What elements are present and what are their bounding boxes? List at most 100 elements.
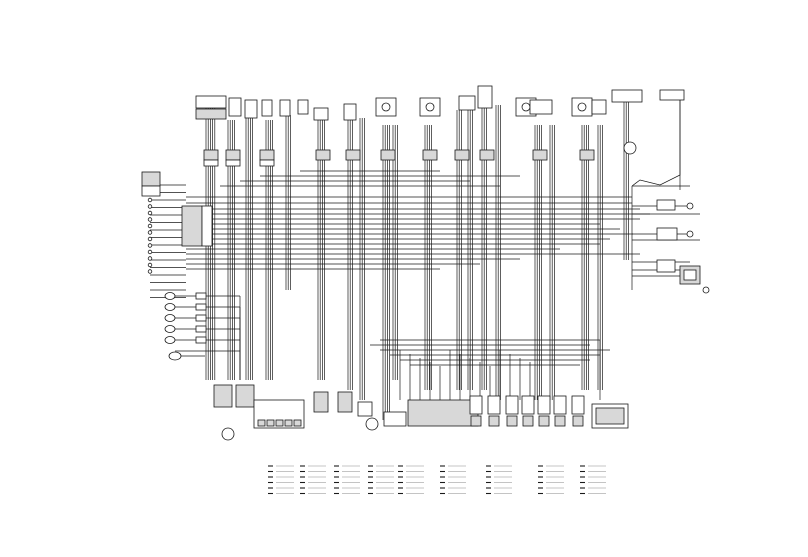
- switch-block: [141, 171, 161, 187]
- bottom-connector: [521, 395, 535, 415]
- fuse: [275, 419, 284, 427]
- inline-connector: [203, 159, 219, 167]
- top-connector: [529, 99, 553, 115]
- inline-connector: [479, 149, 495, 161]
- bottom-connector: [553, 395, 567, 415]
- fuse: [284, 419, 293, 427]
- sensor-connector: [195, 336, 207, 344]
- bottom-connector: [213, 384, 233, 408]
- sensor-symbol: [686, 202, 694, 210]
- sensor-symbol: [381, 102, 391, 112]
- relay-coil: [221, 427, 235, 441]
- bottom-connector: [537, 395, 551, 415]
- bottom-connector: [383, 411, 407, 427]
- switch-contact: [147, 217, 153, 222]
- fuse: [293, 419, 302, 427]
- bottom-connector: [357, 401, 373, 417]
- main-connector-block: [201, 205, 213, 247]
- bottom-connector: [235, 384, 255, 408]
- fuse: [257, 419, 266, 427]
- top-connector: [279, 99, 291, 117]
- bottom-connector: [488, 415, 500, 427]
- switch-contact: [147, 243, 153, 248]
- inline-connector: [345, 149, 361, 161]
- right-connector: [656, 199, 676, 211]
- switch-contact: [147, 269, 153, 274]
- sensor-connector: [195, 314, 207, 322]
- inline-connector: [225, 149, 241, 161]
- right-connector: [656, 227, 678, 241]
- inline-connector: [225, 159, 241, 167]
- bottom-connector: [538, 415, 550, 427]
- top-connector: [261, 99, 273, 117]
- inline-connector: [532, 149, 548, 161]
- switch-contact: [147, 204, 153, 209]
- regulator-block: [683, 269, 697, 281]
- sensor-symbol: [521, 102, 531, 112]
- top-connector: [297, 99, 309, 115]
- top-connector: [343, 103, 357, 121]
- wire-bundles: [150, 100, 700, 495]
- top-connector: [195, 95, 227, 109]
- top-connector: [611, 89, 643, 103]
- inline-connector: [380, 149, 396, 161]
- sensor-connector: [195, 292, 207, 300]
- branch-wire: [631, 100, 681, 187]
- ecu-wire: [380, 339, 601, 400]
- switch-contact: [147, 197, 153, 203]
- top-connector: [313, 107, 329, 121]
- switch-contact: [147, 223, 153, 229]
- switch-contact: [147, 210, 153, 216]
- instrument-cluster: [595, 407, 625, 425]
- bottom-connector: [554, 415, 566, 427]
- sensor-symbol: [702, 286, 710, 294]
- ecu-module: [407, 399, 479, 427]
- top-connector: [228, 97, 242, 117]
- bottom-connector: [337, 391, 353, 413]
- inline-connector: [422, 149, 438, 161]
- wire-color-legend: [276, 465, 606, 494]
- coil-sensor: [164, 292, 176, 300]
- relay-block: [659, 89, 685, 101]
- switch-contact: [147, 256, 153, 261]
- fuse-symbol: [623, 141, 637, 155]
- switch-contact: [147, 236, 153, 242]
- sensor-symbol: [425, 102, 435, 112]
- crank-sensor: [168, 351, 182, 361]
- switch-contact: [147, 262, 153, 268]
- sensor-connector: [195, 325, 207, 333]
- switch-block: [141, 185, 161, 197]
- bottom-connector: [469, 395, 483, 415]
- coil-sensor: [164, 303, 176, 311]
- inline-connector: [259, 159, 275, 167]
- fuse: [266, 419, 275, 427]
- bottom-connector: [522, 415, 534, 427]
- top-connector: [195, 108, 227, 120]
- right-connector: [656, 259, 676, 273]
- coil-sensor: [164, 314, 176, 322]
- main-connector-block: [181, 205, 203, 247]
- top-connector: [477, 85, 493, 109]
- bottom-connector: [505, 395, 519, 415]
- top-connector: [244, 99, 258, 119]
- inline-connector: [203, 149, 219, 161]
- inline-connector: [579, 149, 595, 161]
- top-connector: [458, 95, 476, 111]
- bottom-connector: [313, 391, 329, 413]
- bottom-connector: [506, 415, 518, 427]
- inline-connector: [454, 149, 470, 161]
- switch-contact: [147, 230, 153, 235]
- bottom-connector: [571, 395, 585, 415]
- coil-sensor: [164, 325, 176, 333]
- sensor-symbol: [365, 417, 379, 431]
- bottom-connector: [487, 395, 501, 415]
- coil-sensor: [164, 336, 176, 344]
- top-connector: [591, 99, 607, 115]
- bottom-connector: [470, 415, 482, 427]
- inline-connector: [259, 149, 275, 161]
- switch-contact: [147, 249, 153, 255]
- sensor-symbol: [577, 102, 587, 112]
- components: [141, 85, 710, 441]
